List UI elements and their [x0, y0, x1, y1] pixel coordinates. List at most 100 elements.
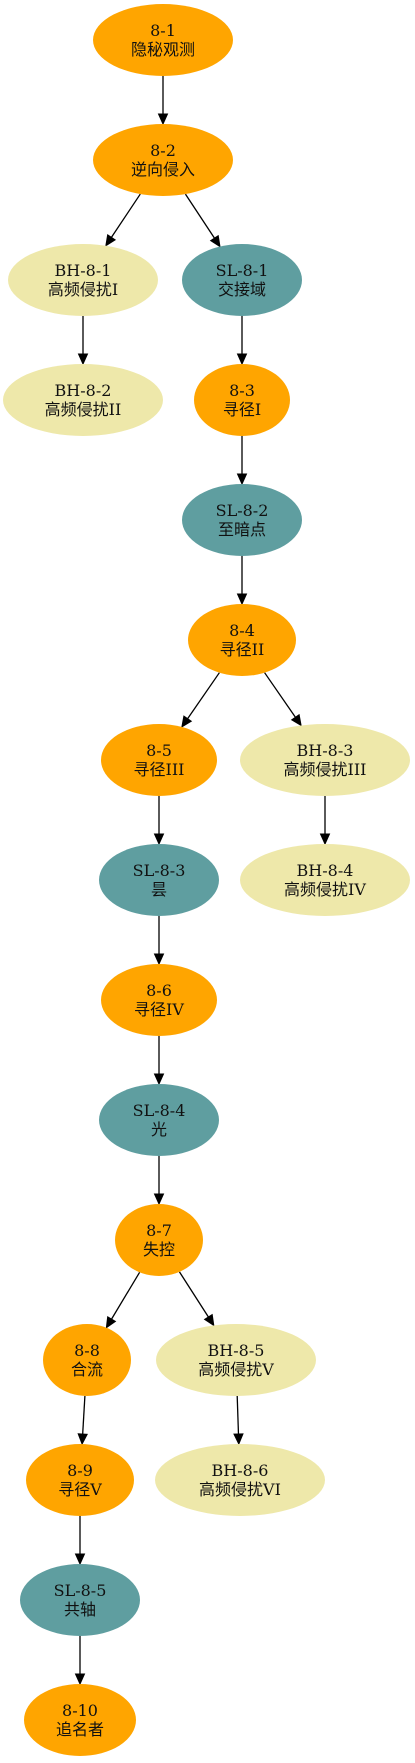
arrowhead	[153, 833, 165, 846]
node-sl-8-5: SL-8-5共轴	[20, 1564, 140, 1636]
arrowhead	[105, 234, 117, 247]
node-title-label: 隐秘观测	[131, 40, 195, 59]
edge-n8_5-to-sl8_3	[153, 796, 165, 846]
arrowhead	[74, 1673, 86, 1686]
node-title-label: 共轴	[64, 1600, 96, 1619]
node-shape	[3, 364, 163, 436]
edge-bh8_5-to-bh8_6	[233, 1395, 244, 1446]
node-8-7: 8-7失控	[115, 1204, 203, 1276]
node-id-label: 8-5	[146, 741, 172, 760]
node-title-label: 高频侵扰III	[284, 760, 367, 779]
node-shape	[93, 124, 233, 196]
node-id-label: SL-8-2	[216, 501, 269, 520]
edge-n8_4-to-n8_5	[181, 672, 220, 728]
node-shape	[99, 844, 219, 916]
edge-bh8_3-to-bh8_4	[319, 796, 331, 846]
node-id-label: SL-8-3	[133, 861, 186, 880]
node-id-label: SL-8-4	[133, 1101, 186, 1120]
arrowhead	[153, 1193, 165, 1206]
node-8-8: 8-8合流	[43, 1324, 131, 1396]
edge-sl8_1-to-n8_3	[236, 316, 248, 366]
arrowhead	[77, 353, 89, 366]
edge-bh8_1-to-bh8_2	[77, 316, 89, 366]
arrowhead	[153, 1073, 165, 1086]
arrowhead	[157, 113, 169, 126]
arrowhead	[233, 1433, 244, 1446]
arrowhead	[153, 953, 165, 966]
edge-n8_8-to-n8_9	[77, 1395, 88, 1446]
edge-sl8_3-to-n8_6	[153, 916, 165, 966]
node-title-label: 至暗点	[218, 520, 266, 539]
node-shape	[156, 1324, 316, 1396]
edge-n8_4-to-bh8_3	[264, 672, 302, 727]
node-shape	[115, 1204, 203, 1276]
node-title-label: 失控	[143, 1240, 175, 1259]
node-id-label: 8-3	[229, 381, 255, 400]
node-sl-8-3: SL-8-3昙	[99, 844, 219, 916]
node-id-label: BH-8-4	[297, 861, 354, 880]
node-sl-8-4: SL-8-4光	[99, 1084, 219, 1156]
node-id-label: 8-1	[150, 21, 176, 40]
node-id-label: 8-2	[150, 141, 176, 160]
arrowhead	[209, 234, 221, 248]
arrowhead	[74, 1553, 86, 1566]
node-id-label: 8-8	[74, 1341, 100, 1360]
node-title-label: 高频侵扰V	[198, 1360, 274, 1379]
node-title-label: 逆向侵入	[131, 160, 195, 179]
node-id-label: SL-8-1	[216, 261, 269, 280]
node-id-label: BH-8-3	[297, 741, 354, 760]
node-id-label: 8-9	[67, 1461, 93, 1480]
node-title-label: 合流	[71, 1360, 103, 1379]
node-id-label: BH-8-1	[55, 261, 112, 280]
edge-line	[184, 193, 216, 239]
edge-n8_2-to-bh8_1	[105, 193, 141, 247]
edge-n8_1-to-n8_2	[157, 76, 169, 126]
arrowhead	[290, 713, 302, 727]
node-shape	[194, 364, 290, 436]
edge-line	[82, 1395, 86, 1435]
edge-line	[236, 1395, 240, 1435]
node-id-label: SL-8-5	[54, 1581, 107, 1600]
edge-sl8_4-to-n8_7	[153, 1156, 165, 1206]
edge-n8_2-to-sl8_1	[184, 193, 221, 248]
node-title-label: 寻径III	[134, 760, 185, 779]
node-title-label: 寻径IV	[134, 1000, 184, 1019]
node-id-label: BH-8-6	[212, 1461, 269, 1480]
arrowhead	[236, 353, 248, 366]
node-id-label: 8-6	[146, 981, 172, 1000]
edge-line	[264, 672, 296, 718]
node-shape	[43, 1324, 131, 1396]
node-id-label: 8-10	[62, 1701, 98, 1720]
node-shape	[101, 964, 217, 1036]
arrowhead	[319, 833, 331, 846]
arrowhead	[105, 1315, 117, 1329]
arrowhead	[203, 1313, 215, 1327]
arrowhead	[236, 593, 248, 606]
node-id-label: BH-8-5	[208, 1341, 265, 1360]
node-shape	[20, 1564, 140, 1636]
node-shape	[8, 244, 158, 316]
edge-line	[178, 1271, 209, 1318]
node-shape	[182, 484, 302, 556]
edge-n8_7-to-n8_8	[105, 1271, 141, 1329]
node-shape	[99, 1084, 219, 1156]
node-shape	[101, 724, 217, 796]
edge-n8_3-to-sl8_2	[236, 436, 248, 486]
node-shape	[182, 244, 302, 316]
edge-n8_9-to-sl8_5	[74, 1516, 86, 1566]
edge-n8_6-to-sl8_4	[153, 1036, 165, 1086]
node-shape	[155, 1444, 325, 1516]
node-id-label: 8-4	[229, 621, 255, 640]
